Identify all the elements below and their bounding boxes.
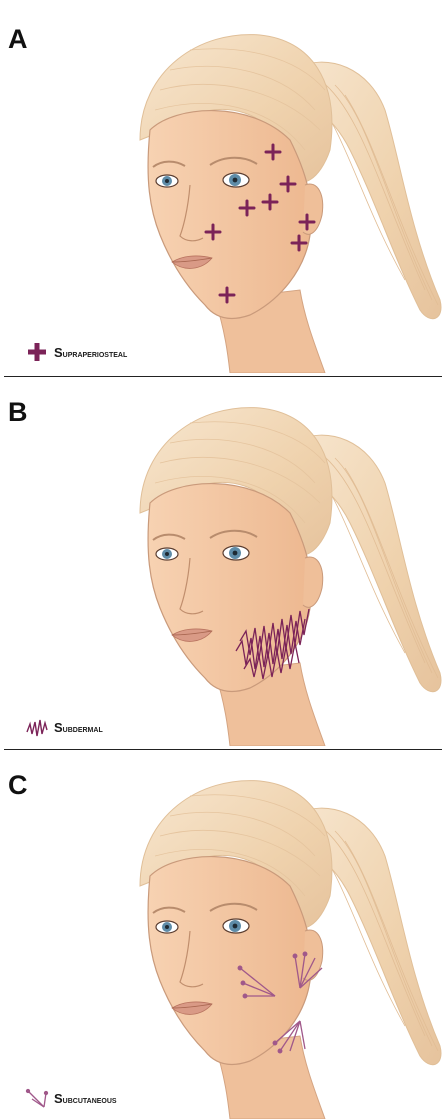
- legend: Supraperiosteal: [24, 340, 127, 364]
- legend-label: Supraperiosteal: [54, 345, 127, 360]
- zigzag-icon: [24, 714, 50, 740]
- legend-label: Subdermal: [54, 720, 103, 735]
- legend: Subcutaneous: [24, 1086, 117, 1110]
- panel-letter: C: [8, 770, 28, 801]
- panel-letter: B: [8, 397, 28, 428]
- panel-letter: A: [8, 24, 28, 55]
- face-illustration: [0, 0, 446, 373]
- legend-label: Subcutaneous: [54, 1091, 117, 1106]
- panel-subcutaneous: C Subcutaneous: [0, 746, 446, 1119]
- legend: Subdermal: [24, 715, 103, 739]
- plus-icon: [24, 339, 50, 365]
- face-illustration: [0, 746, 446, 1119]
- panel-supraperiosteal: A Supraperiosteal: [0, 0, 446, 373]
- fan-icon: [24, 1085, 50, 1111]
- face-illustration: [0, 373, 446, 746]
- panel-subdermal: B Subdermal: [0, 373, 446, 746]
